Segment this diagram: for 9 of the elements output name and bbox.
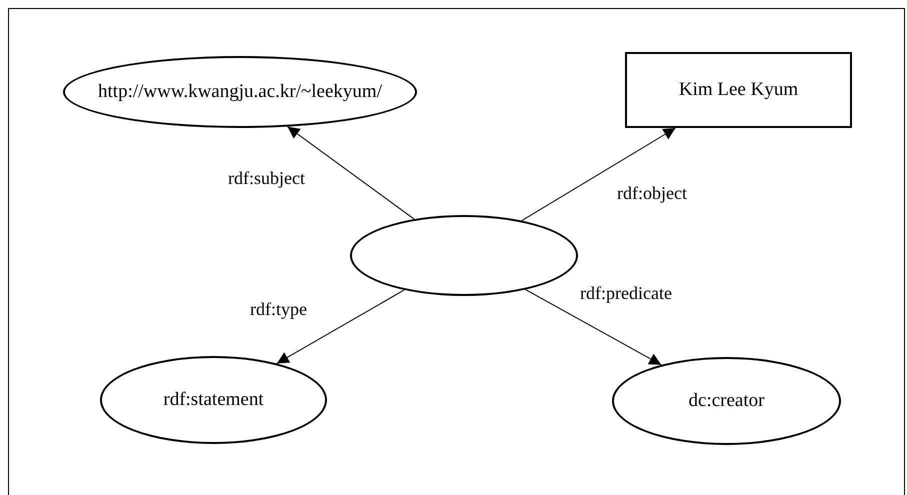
arrow [525,289,662,366]
arrow [521,128,676,222]
node-label: http://www.kwangju.ac.kr/~leekyum/ [98,80,382,104]
arrow [287,126,415,220]
node-label: rdf:statement [163,388,264,412]
node-label: dc:creator [688,388,764,413]
node-label: Kim Lee Kyum [678,78,798,102]
rectangle-node [625,52,852,128]
arrow [276,289,405,364]
